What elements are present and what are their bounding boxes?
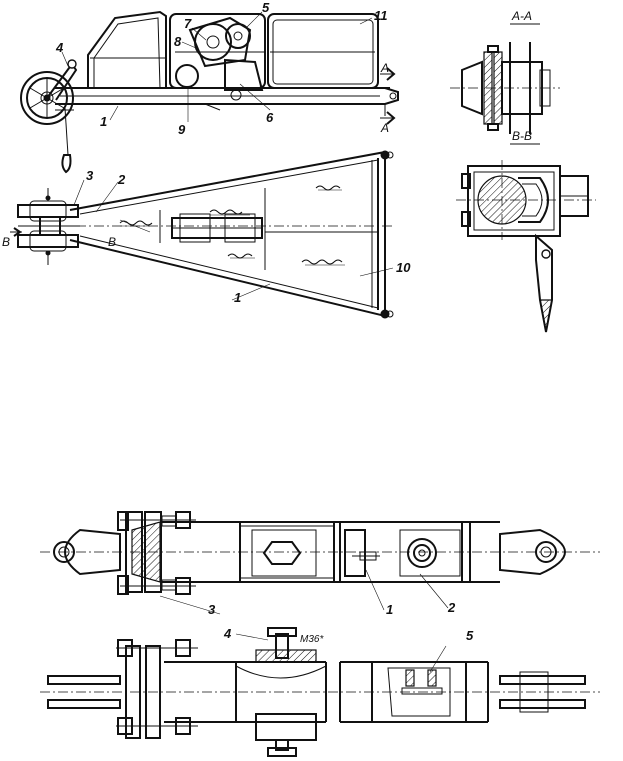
label-6: 6: [266, 110, 274, 125]
label-7: 7: [184, 16, 192, 31]
label-3-drawbar: 3: [208, 602, 216, 617]
drawbar-lower-view: [40, 627, 600, 757]
section-b-b-title: В-В: [512, 129, 532, 143]
side-view-labels: 4 1 5 6 7 8 9 11 А А: [55, 0, 389, 137]
drawbar-upper-labels: 3 1 2: [208, 600, 456, 617]
label-2: 2: [117, 172, 126, 187]
label-1-plan: 1: [234, 290, 241, 305]
plan-view-trailer: [10, 150, 395, 319]
cut-mark-a-top: А: [380, 61, 389, 75]
cut-mark-a-bottom: А: [380, 121, 389, 135]
plan-view-labels: 3 2 1 10 В В: [2, 168, 411, 305]
thread-note: М36*: [300, 634, 324, 645]
label-10: 10: [396, 260, 411, 275]
label-4-drawbar: 4: [223, 626, 232, 641]
side-view-trailer: [20, 10, 399, 174]
label-2-drawbar: 2: [447, 600, 456, 615]
section-a-a: А-А: [450, 9, 560, 134]
label-8: 8: [174, 34, 182, 49]
label-1: 1: [100, 114, 107, 129]
label-1-drawbar: 1: [386, 602, 393, 617]
section-a-a-title: А-А: [511, 9, 532, 23]
drawbar-upper-view: [40, 511, 600, 615]
label-5: 5: [262, 0, 270, 15]
cut-mark-b-right: В: [108, 235, 116, 249]
label-3: 3: [86, 168, 94, 183]
label-9: 9: [178, 122, 186, 137]
section-b-b: В-В: [456, 129, 596, 333]
label-11: 11: [374, 8, 388, 23]
cut-mark-b-left: В: [2, 235, 10, 249]
drawbar-lower-labels: 4 М36* 5: [223, 626, 474, 645]
label-5-drawbar: 5: [466, 628, 474, 643]
label-4: 4: [55, 40, 64, 55]
